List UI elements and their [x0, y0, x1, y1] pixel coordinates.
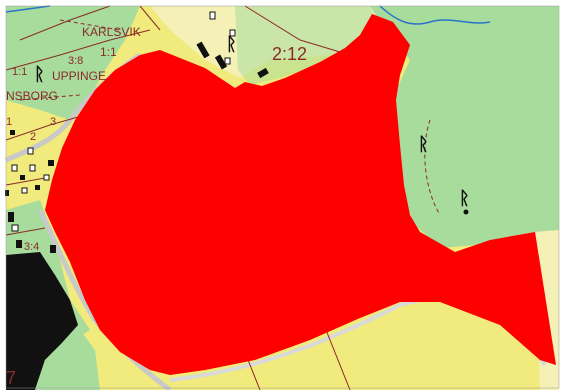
rune-symbol-icon: ᚱ [226, 34, 237, 55]
label-parcel-1: 1 [6, 116, 12, 128]
marker-dot [463, 209, 469, 215]
map-border [5, 5, 560, 389]
rune-symbol-icon: ᚱ [34, 64, 45, 85]
buildings [5, 41, 269, 253]
label-uppinge: UPPINGE [52, 69, 106, 83]
label-parcel-1-1b: 1:1 [12, 66, 27, 78]
label-parcel-3-4: 3:4 [24, 241, 39, 253]
label-karlsvik: KARLSVIK [82, 25, 141, 39]
buildings-outline [11, 11, 236, 232]
stream [379, 5, 491, 25]
forest-area-top-left [6, 6, 140, 120]
label-parcel-2: 2 [30, 131, 36, 143]
forest-strip-top [235, 6, 380, 85]
highlighted-parcel[interactable] [45, 14, 556, 375]
stream-left [5, 5, 51, 13]
property-lines-dashed [19, 19, 441, 216]
lake [6, 252, 78, 390]
rune-symbol-icon: ᚱ [418, 134, 429, 155]
label-parcel-2-12: 2:12 [272, 44, 307, 64]
label-parcel-3: 3 [50, 116, 56, 128]
forest-area-right [370, 6, 559, 248]
label-parcel-1-1: 1:1 [100, 45, 117, 59]
rune-symbol-icon: ᚱ [459, 188, 470, 209]
label-parcel-3-8: 3:8 [68, 55, 83, 67]
road-south [37, 208, 172, 390]
label-nsborg: NSBORG [6, 89, 58, 103]
label-parcel-7: 7 [6, 368, 16, 388]
forest-area-shore [35, 330, 100, 390]
